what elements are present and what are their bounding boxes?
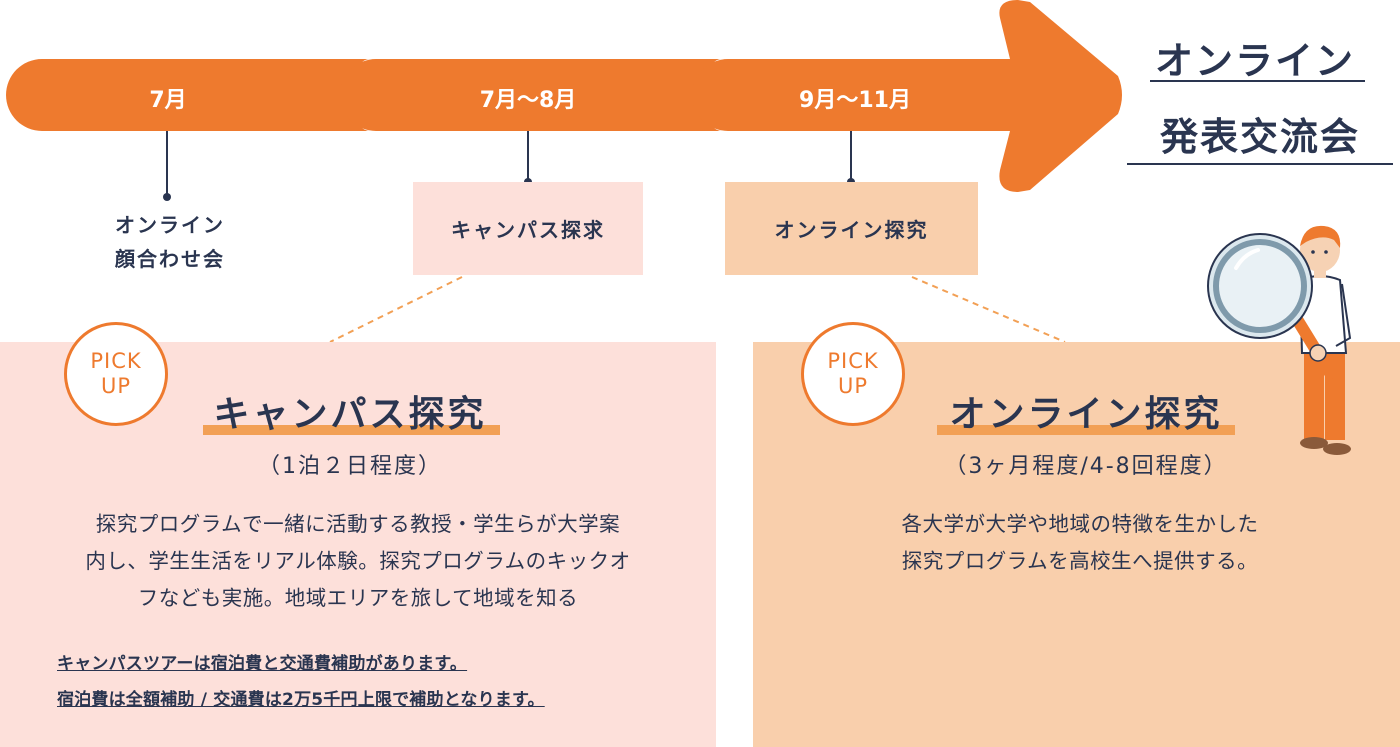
panel-body-online: 各大学が大学や地域の特徴を生かした 探究プログラムを高校生へ提供する。 [780,506,1380,580]
timeline-segment-1 [6,59,371,131]
connector-dash-left [329,276,463,343]
title-highlight-campus [203,425,500,435]
panel-title-online: オンライン探究 [949,394,1223,435]
panel-title-campus: キャンパス探究 [213,394,487,435]
note-subsidy-1: キャンパスツアーは宿泊費と交通費補助があります。 [57,654,468,674]
step-label-line1: オンライン [115,213,225,237]
pickup-badge-online: PICK UP [801,322,905,426]
timeline-segment-2 [340,59,722,131]
title-highlight-online [937,425,1235,435]
panel-subtitle-campus: （1泊２日程度） [258,454,442,479]
body-line: 探究プログラムを高校生へ提供する。 [901,549,1259,573]
step-label-online-meet: オンライン 顔合わせ会 [80,208,260,276]
final-event-line1: オンライン [1154,39,1355,83]
final-event-rule2 [1127,163,1393,165]
body-line: フなども実施。地域エリアを旅して地域を知る [137,586,579,610]
timeline-arrow-head [692,0,1122,192]
panel-body-campus: 探究プログラムで一緒に活動する教授・学生らが大学案 内し、学生生活をリアル体験。… [20,506,696,617]
panel-subtitle-online: （3ヶ月程度/4-8回程度） [944,454,1228,479]
note-subsidy-2: 宿泊費は全額補助 / 交通費は2万5千円上限で補助となります。 [57,690,545,710]
pickup-badge-line2: UP [837,374,869,398]
final-event-line2: 発表交流会 [1159,115,1360,159]
segment-label-1: 7月 [149,88,187,113]
step-tag-campus: キャンパス探求 [413,182,643,275]
pickup-badge-line2: UP [100,374,132,398]
connector-dash-right [911,276,1066,343]
pickup-badge-line1: PICK [90,349,142,373]
final-event-rule1 [1150,80,1365,82]
body-line: 内し、学生生活をリアル体験。探究プログラムのキックオ [85,549,631,573]
step-label-line2: 顔合わせ会 [115,247,225,271]
student-with-magnifier-illustration [1207,225,1352,455]
segment-label-2: 7月～8月 [479,88,577,113]
pickup-badge-line1: PICK [827,349,879,373]
body-line: 探究プログラムで一緒に活動する教授・学生らが大学案 [95,512,621,536]
pickup-badge-campus: PICK UP [64,322,168,426]
step-tag-online: オンライン探究 [725,182,978,275]
tick-dot-1 [163,193,171,201]
body-line: 各大学が大学や地域の特徴を生かした [901,512,1259,536]
segment-label-3: 9月～11月 [799,88,911,113]
